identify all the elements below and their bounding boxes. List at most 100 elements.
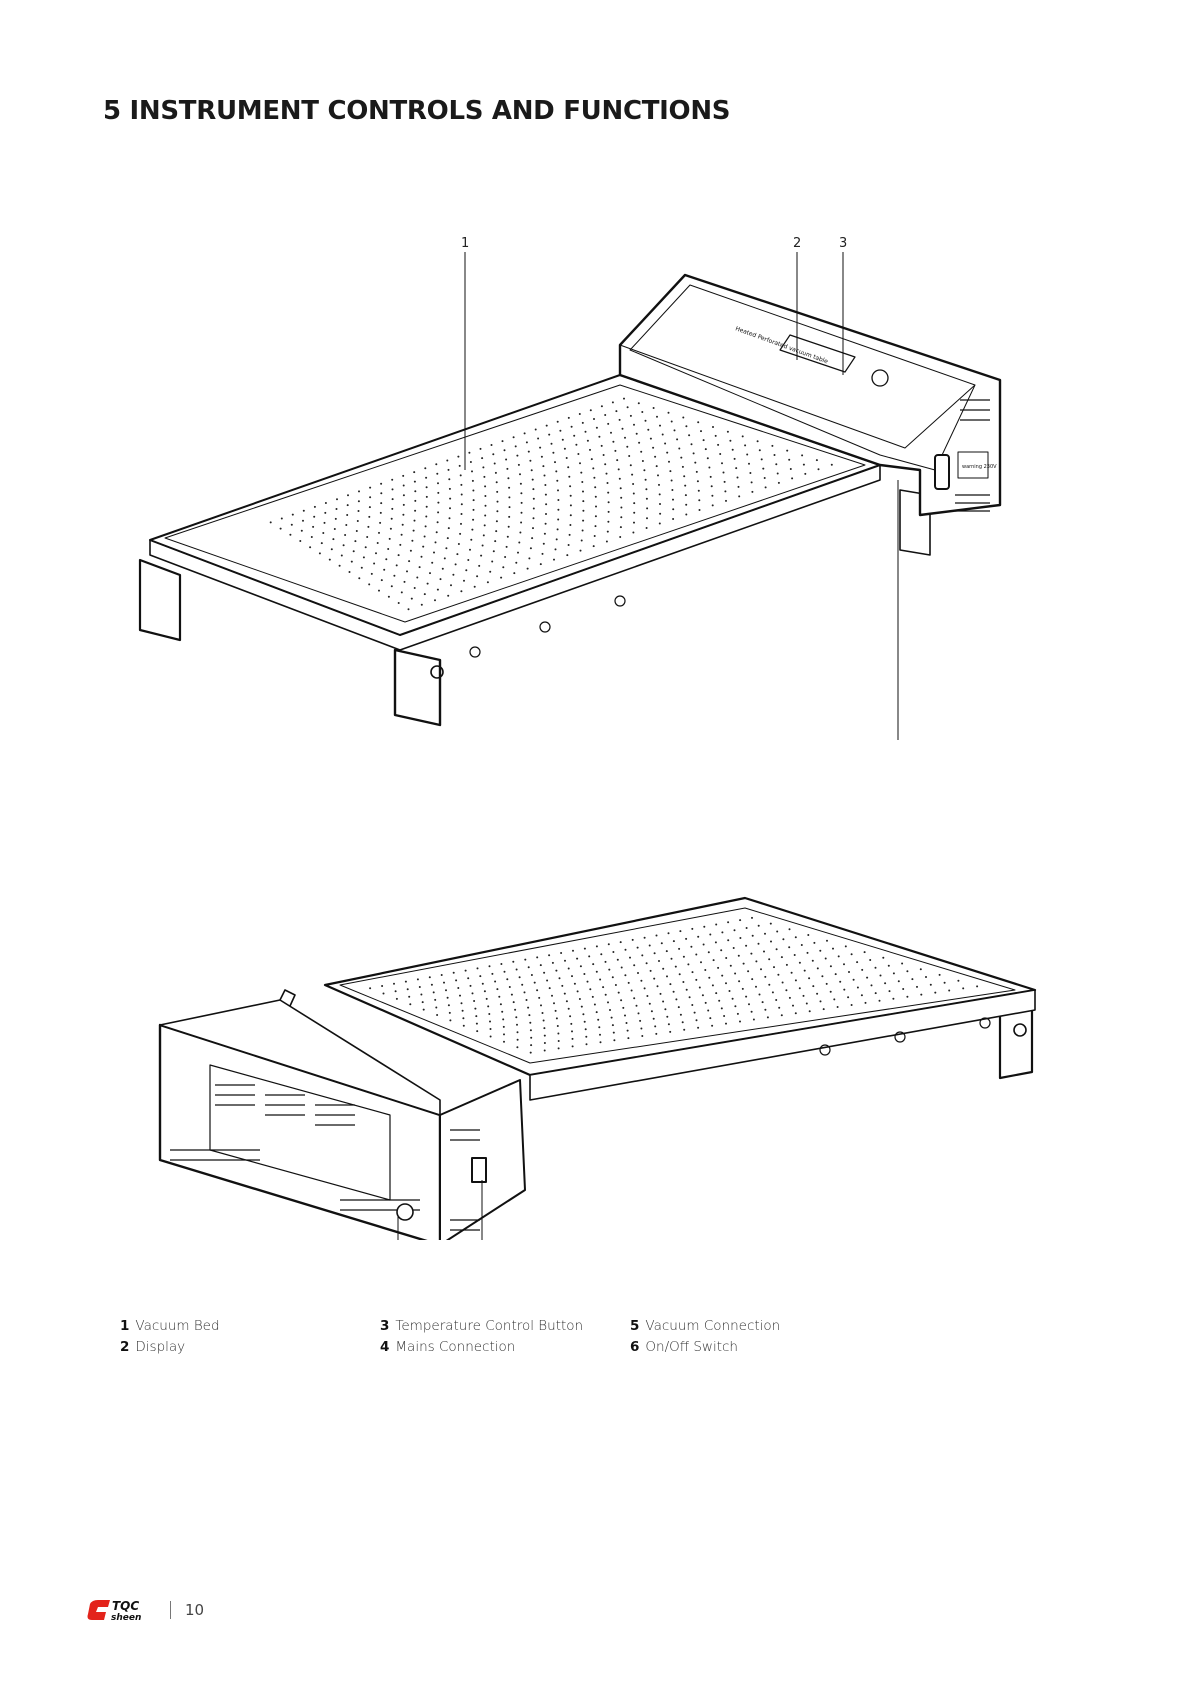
perforation-dot xyxy=(519,473,521,476)
perforation-dot xyxy=(504,556,507,558)
perforation-dot xyxy=(582,490,584,493)
perforation-dot xyxy=(633,997,636,1000)
perforation-dot xyxy=(718,999,721,1002)
perforation-dot xyxy=(611,976,614,979)
perforation-dot xyxy=(690,945,693,948)
perforation-dot xyxy=(586,439,589,442)
perforation-dot xyxy=(488,965,491,968)
perforation-dot xyxy=(668,460,670,463)
perforation-dot xyxy=(571,1037,574,1040)
perforation-dot xyxy=(486,581,489,584)
perforation-dot xyxy=(445,989,447,992)
perforation-dot xyxy=(650,1010,653,1013)
perforation-dot xyxy=(582,500,585,503)
perforation-dot xyxy=(595,1011,598,1014)
perforation-dot xyxy=(496,988,499,991)
perforation-dot xyxy=(683,1028,686,1031)
perforation-dot xyxy=(584,430,587,433)
perforation-dot xyxy=(594,515,597,518)
perforation-dot xyxy=(614,984,617,986)
perforation-dot xyxy=(667,1023,670,1026)
perforation-dot xyxy=(848,971,850,973)
perforation-dot xyxy=(653,952,656,955)
legend-number: 4 xyxy=(380,1339,390,1355)
perforation-dot xyxy=(647,428,650,431)
perforation-dot xyxy=(548,433,551,436)
perforation-dot xyxy=(698,509,701,511)
perforation-dot xyxy=(688,996,691,999)
perforation-dot xyxy=(745,995,748,998)
perforation-dot xyxy=(962,987,965,990)
perforation-dot xyxy=(569,1015,572,1018)
perforation-dot xyxy=(764,486,767,489)
perforation-dot xyxy=(693,1011,696,1014)
perforation-dot xyxy=(460,513,463,515)
perforation-dot xyxy=(520,511,523,514)
perforation-dot xyxy=(704,969,707,971)
perforation-dot xyxy=(750,1010,753,1013)
perforation-dot xyxy=(929,983,932,986)
perforation-dot xyxy=(460,522,462,525)
perforation-dot xyxy=(557,518,560,521)
perforation-dot xyxy=(555,470,558,473)
perforation-dot xyxy=(709,1017,712,1020)
perforation-dot xyxy=(670,957,673,960)
perforation-dot xyxy=(369,486,372,489)
perforation-dot xyxy=(380,492,383,495)
perforation-dot xyxy=(619,487,622,490)
perforation-dot xyxy=(436,472,439,475)
perforation-dot xyxy=(551,961,554,964)
perforation-dot xyxy=(414,499,417,502)
perforation-dot xyxy=(628,455,631,457)
perforation-dot xyxy=(790,971,793,974)
perforation-dot xyxy=(692,452,695,455)
perforation-dot xyxy=(394,990,397,993)
perforation-dot xyxy=(505,458,508,461)
perforation-dot xyxy=(424,525,427,528)
perforation-dot xyxy=(475,1022,478,1025)
perforation-dot xyxy=(468,451,471,454)
perforation-dot xyxy=(328,558,331,561)
perforation-dot xyxy=(629,414,632,417)
perforation-dot xyxy=(654,1025,657,1028)
perforation-dot xyxy=(626,1029,629,1032)
perforation-dot xyxy=(735,467,738,470)
perforation-dot xyxy=(707,951,710,954)
perforation-dot xyxy=(570,1022,573,1025)
perforation-dot xyxy=(789,468,792,470)
perforation-dot xyxy=(508,486,511,489)
perforation-dot xyxy=(545,424,548,427)
perforation-dot xyxy=(569,485,572,488)
perforation-dot xyxy=(401,523,404,526)
perforation-dot xyxy=(821,975,824,978)
perforation-dot xyxy=(450,584,452,587)
perforation-dot xyxy=(832,947,834,950)
perforation-dot xyxy=(788,946,791,949)
perforation-dot xyxy=(751,934,754,937)
perforation-dot xyxy=(516,1046,519,1049)
perforation-dot xyxy=(698,986,701,989)
perforation-dot xyxy=(302,519,304,522)
perforation-dot xyxy=(563,447,566,450)
perforation-dot xyxy=(323,521,326,524)
perforation-dot xyxy=(517,551,519,554)
perforation-dot xyxy=(700,430,702,433)
perforation-dot xyxy=(631,938,634,941)
perforation-dot xyxy=(554,1009,557,1012)
perforation-dot xyxy=(402,513,405,516)
perforation-dot xyxy=(884,982,887,985)
perforation-dot xyxy=(489,1028,492,1030)
perforation-dot xyxy=(393,574,396,577)
perforation-dot xyxy=(617,991,620,994)
perforation-dot xyxy=(336,498,338,501)
perforation-dot xyxy=(702,943,705,946)
perforation-dot xyxy=(925,976,927,978)
perforation-dot xyxy=(395,564,398,567)
perforation-dot xyxy=(501,440,504,443)
perforation-dot xyxy=(512,960,515,963)
perforation-dot xyxy=(452,971,455,974)
perforation-dot xyxy=(685,425,688,428)
